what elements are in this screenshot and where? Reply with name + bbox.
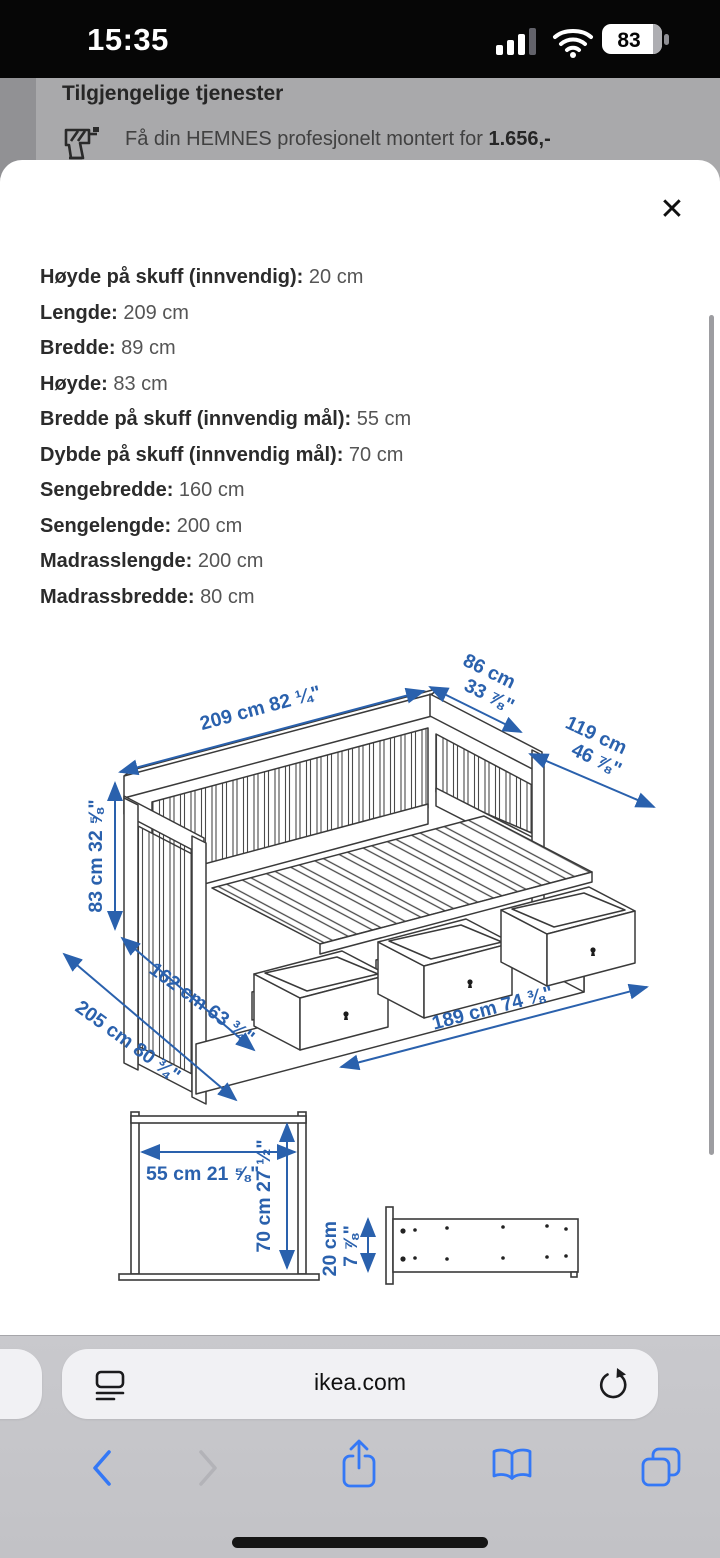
drill-icon — [64, 127, 99, 160]
dimension-arrows — [62, 686, 656, 1102]
measurement-row: Sengelengde: 200 cm — [40, 514, 243, 537]
dim-drawer-depth: 70 cm 27 ½" — [253, 1139, 275, 1252]
home-indicator[interactable] — [232, 1537, 488, 1548]
measurement-row: Dybde på skuff (innvendig mål): 70 cm — [40, 443, 404, 466]
measurement-row: Madrassbredde: 80 cm — [40, 585, 255, 608]
measurement-row: Høyde: 83 cm — [40, 372, 168, 395]
product-dimension-drawing: 209 cm 82 ¼" 86 cm 33 ⅞" 119 cm 46 ⅞" 83… — [62, 649, 656, 1105]
measurement-row: Madrasslengde: 200 cm — [40, 550, 264, 572]
safari-toolbar: ikea.com — [0, 1335, 720, 1558]
url-bar[interactable]: ikea.com — [62, 1349, 658, 1419]
status-time: 15:35 — [87, 22, 169, 57]
close-icon: ✕ — [659, 193, 685, 226]
cellular-signal-icon — [496, 28, 536, 55]
drawer-side-view — [385, 1206, 579, 1285]
measurement-row: Lengde: 209 cm — [40, 301, 189, 324]
dim-drawer-width: 55 cm 21 ⅝" — [146, 1163, 259, 1185]
dim-drawer-height: 20 cm 7 ⅞" — [319, 1216, 362, 1277]
close-button[interactable]: ✕ — [650, 188, 694, 232]
adjacent-tab-stub[interactable] — [0, 1349, 42, 1419]
back-icon[interactable] — [88, 1448, 116, 1488]
service-price: 1.656,- — [488, 128, 551, 150]
measurement-list: Høyde på skuff (innvendig): 20 cm Lengde… — [40, 260, 680, 615]
drawer-detail-drawings: 55 cm 21 ⅝" 70 cm 27 ½" 20 cm 7 ⅞" — [118, 1111, 579, 1285]
status-bar: 15:35 83 — [0, 0, 720, 78]
bookmarks-icon[interactable] — [490, 1446, 534, 1486]
drawer-frame-front-view — [118, 1111, 320, 1281]
measurement-row: Bredde på skuff (innvendig mål): 55 cm — [40, 408, 412, 430]
sheet-scrollbar[interactable] — [709, 315, 714, 1155]
dim-width-extended: 119 cm 46 ⅞" — [553, 712, 635, 782]
service-text: Få din HEMNES profesjonelt montert for — [125, 128, 489, 150]
measurement-row: Sengebredde: 160 cm — [40, 479, 245, 501]
share-icon[interactable] — [340, 1438, 378, 1490]
assembly-service-text: Få din HEMNES profesjonelt montert for 1… — [63, 128, 551, 151]
measurement-row: Bredde: 89 cm — [40, 337, 176, 359]
dim-width: 86 cm 33 ⅞" — [450, 649, 527, 717]
reload-icon[interactable] — [596, 1366, 632, 1402]
page-settings-icon[interactable] — [92, 1367, 128, 1403]
url-text: ikea.com — [313, 1369, 407, 1395]
wifi-icon — [553, 29, 593, 58]
battery-icon: 83 — [602, 24, 669, 54]
measurement-row: Høyde på skuff (innvendig): 20 cm — [40, 266, 364, 288]
forward-icon[interactable] — [194, 1448, 222, 1488]
battery-percent: 83 — [617, 29, 640, 52]
tabs-icon[interactable] — [640, 1446, 684, 1488]
safari-nav-row — [0, 1436, 720, 1508]
detail-dimension-arrows — [140, 1122, 376, 1273]
services-section-title: Tilgjengelige tjenester — [62, 82, 284, 105]
dim-height: 83 cm 32 ⅝" — [85, 799, 107, 912]
